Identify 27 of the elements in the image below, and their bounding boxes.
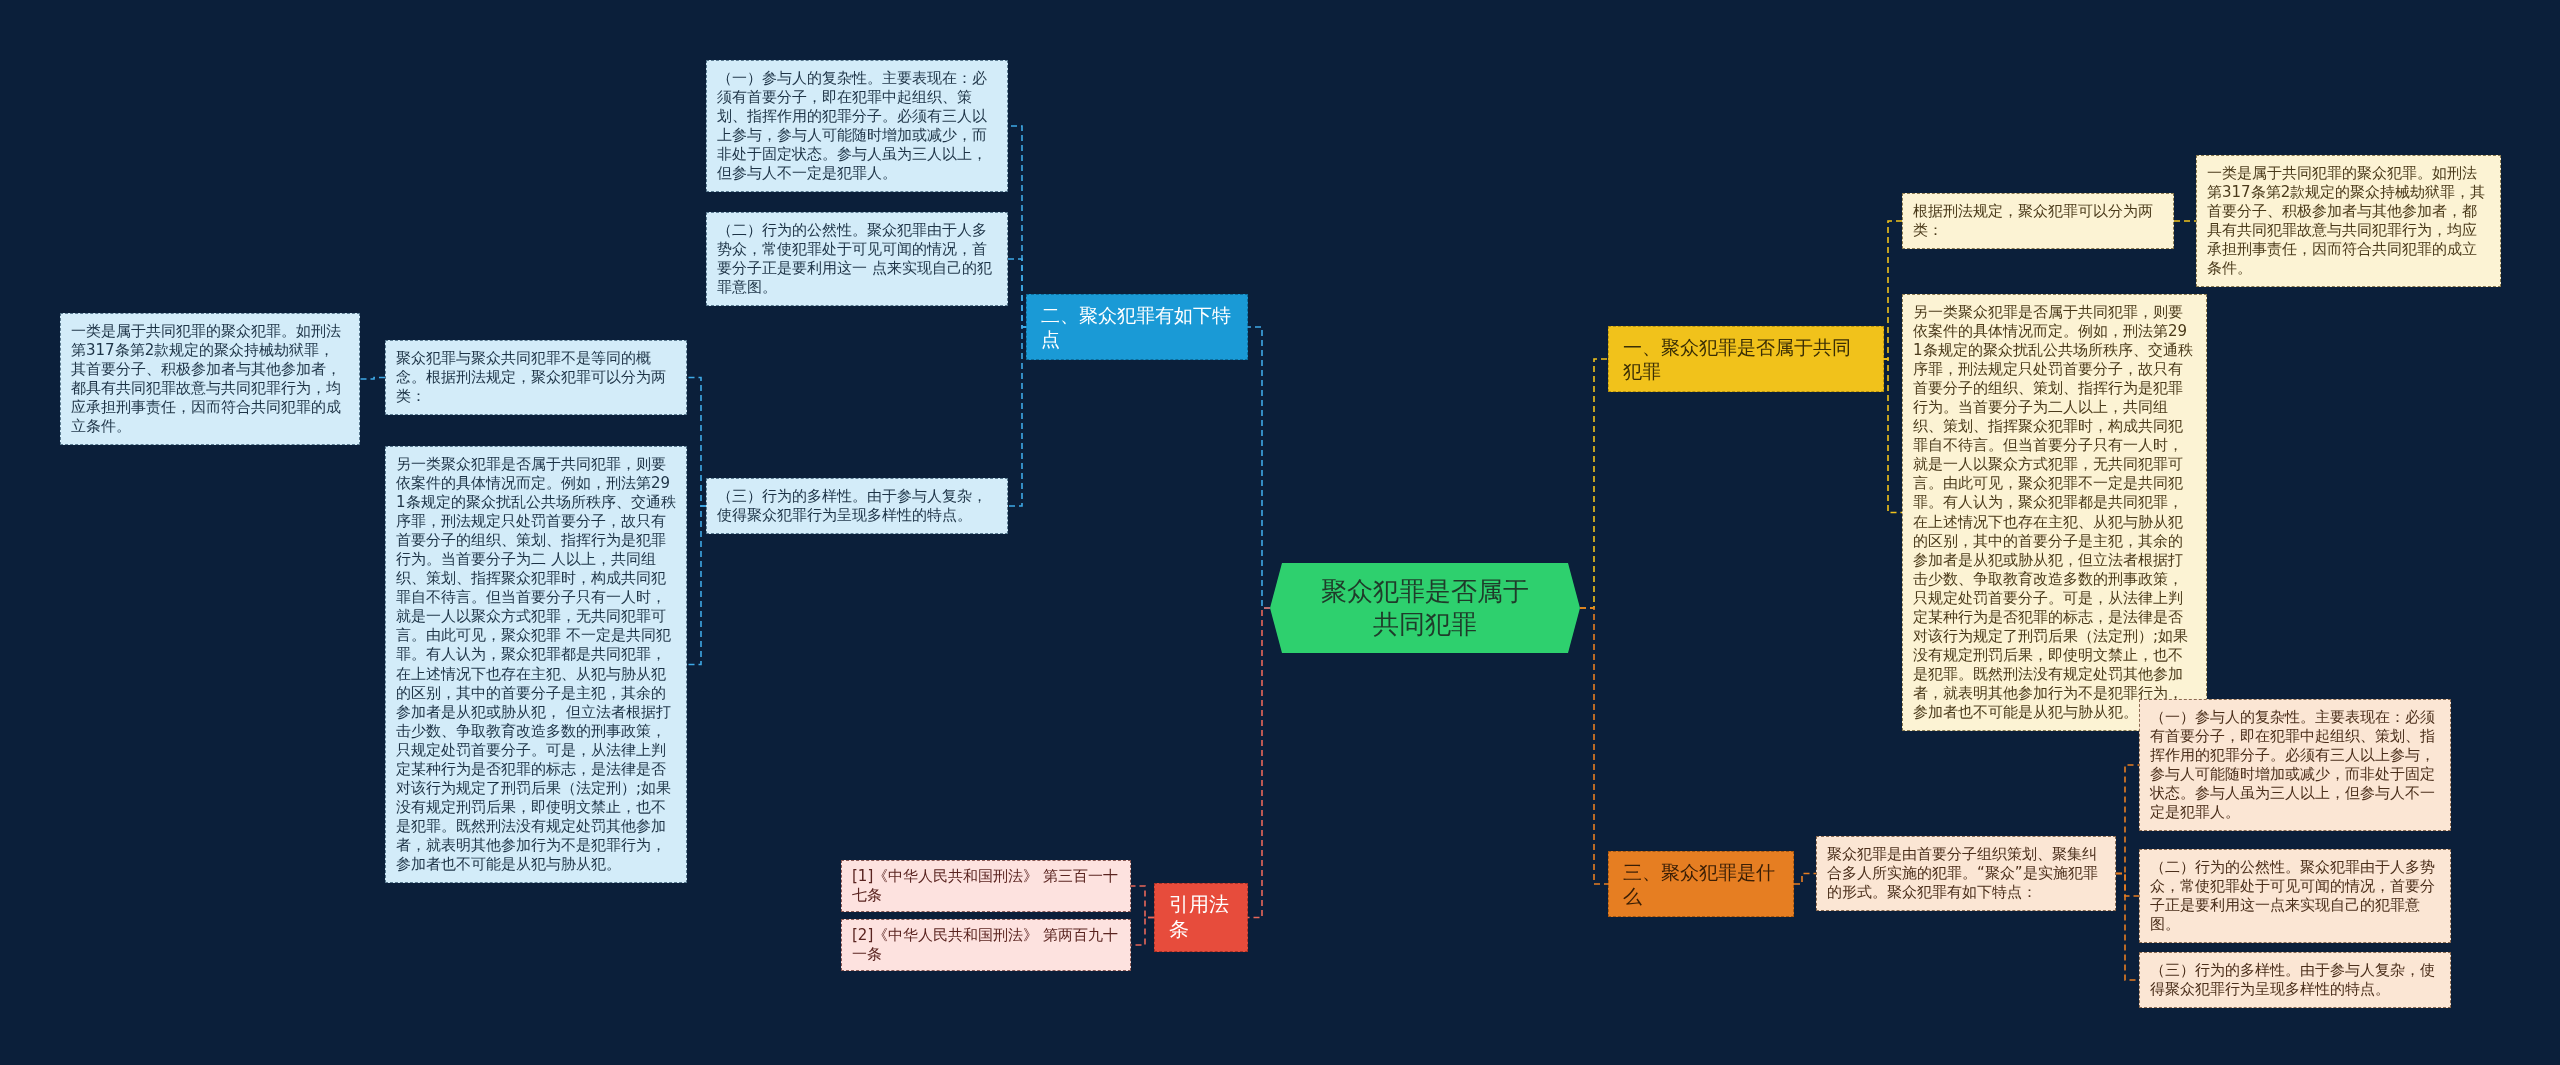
text-box: 一类是属于共同犯罪的聚众犯罪。如刑法第317条第2款规定的聚众持械劫狱罪，其首要分子、积极参加者与其他参加者，都具有共同犯罪故意与共同犯罪行为，均应承担刑事责任，因而符合共同犯罪的成立条件。 (60, 313, 360, 446)
topic-box: 一、聚众犯罪是否属于共同犯罪 (1608, 326, 1884, 393)
connector-line (359, 376, 386, 380)
connector-line (1793, 872, 1817, 885)
topic-box: 二、聚众犯罪有如下特点 (1026, 294, 1248, 361)
text-box: 一类是属于共同犯罪的聚众犯罪。如刑法第317条第2款规定的聚众持械劫狱罪，其首要分子、积极参加者与其他参加者，都具有共同犯罪故意与共同犯罪行为，均应承担刑事责任，因而符合共同犯罪的成立条件。 (2196, 155, 2501, 288)
text-box: 聚众犯罪是由首要分子组织策划、聚集纠合多人所实施的犯罪。“聚众”是实施犯罪的形式。聚众犯罪有如下特点： (1816, 836, 2116, 912)
central-topic-hexagon: 聚众犯罪是否属于共同犯罪 (1270, 563, 1580, 653)
connector-line (1579, 607, 1609, 885)
text-box: （一）参与人的复杂性。主要表现在：必须有首要分子，即在犯罪中起组织、策划、指挥作用的犯罪分子。必须有三人以上参与，参与人可能随时增加或减少，而非处于固定状态。参与人虽为三人以上，但参与人不一定是犯罪人。 (706, 60, 1008, 193)
text-box: 根据刑法规定，聚众犯罪可以分为两类： (1902, 193, 2174, 250)
connector-line (1883, 358, 1903, 514)
text-box: 聚众犯罪与聚众共同犯罪不是等同的概念。根据刑法规定，聚众犯罪可以分为两类： (385, 340, 687, 416)
reference-box: [2]《中华人民共和国刑法》 第两百九十一条 (841, 919, 1131, 972)
reference-box: [1]《中华人民共和国刑法》 第三百一十七条 (841, 860, 1131, 913)
topic-box: 引用法条 (1154, 883, 1248, 952)
text-box: （二）行为的公然性。聚众犯罪由于人多势众，常使犯罪处于可见可闻的情况，首要分子正是要利用这一点来实现自己的犯罪意图。 (2139, 849, 2451, 944)
text-box: （三）行为的多样性。由于参与人复杂，使得聚众犯罪行为呈现多样性的特点。 (706, 478, 1008, 535)
topic-box: 三、聚众犯罪是什么 (1608, 851, 1794, 918)
connector-line (686, 505, 707, 666)
text-box: 另一类聚众犯罪是否属于共同犯罪，则要依案件的具体情况而定。例如，刑法第291条规定的聚众扰乱公共场所秩序、交通秩序罪，刑法规定只处罚首要分子，故只有首要分子的组织、策划、指挥行为是犯罪行为。当首要分子为二 人以上，共同组织、策划、指挥聚众犯罪时，构成共同犯罪自不待言。但当首要分子只有一人时，就是一人以聚众方式犯罪，无共同犯罪可言。由此可见，聚众犯罪 不一定是共同犯罪。有人认为，聚众犯罪都是共同犯罪，在上述情况下也存在主犯、从犯与胁从犯的区别，其中的首要分子是主犯，其余的参加者是从犯或胁从犯， 但立法者根据打击少数、争取教育改造多数的刑事政策，只规定处罚首要分子。可是，从法律上判定某种行为是否犯罪的标志，是法律是否对该行为规定了刑罚后果（法定刑）;如果没有规定刑罚后果，即使明文禁止，也不是犯罪。既然刑法没有规定处罚其他参加者，就表明其他参加行为不是犯罪行为，参加者也不可能是从犯与胁从犯。 (385, 446, 687, 884)
text-box: （一）参与人的复杂性。主要表现在：必须有首要分子，即在犯罪中起组织、策划、指挥作用的犯罪分子。必须有三人以上参与，参与人可能随时增加或减少，而非处于固定状态。参与人虽为三人以上，但参与人不一定是犯罪人。 (2139, 699, 2451, 832)
text-box: （二）行为的公然性。聚众犯罪由于人多势众，常使犯罪处于可见可闻的情况，首要分子正是要利用这一 点来实现自己的犯罪意图。 (706, 212, 1008, 307)
text-box: （三）行为的多样性。由于参与人复杂，使得聚众犯罪行为呈现多样性的特点。 (2139, 952, 2451, 1009)
connector-line (2173, 220, 2197, 222)
connector-line (1007, 326, 1027, 507)
connector-line (1247, 607, 1271, 919)
